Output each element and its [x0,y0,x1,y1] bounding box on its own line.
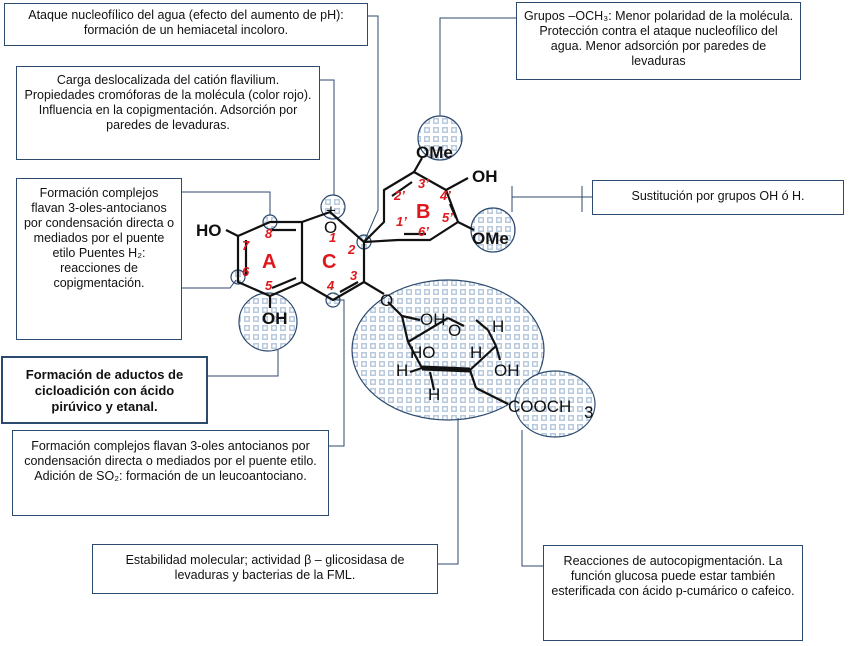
label-oxygen: O [324,218,337,237]
label-glucose-h-mid: H [470,343,482,362]
autocopig-box: Reacciones de autocopigmentación. La fun… [543,545,803,641]
leader-methoxy [439,17,516,116]
pos-3: 3 [350,268,358,283]
pos-5: 5 [265,278,273,293]
ring-label-a: A [262,251,276,273]
pos-5p: 5’ [442,210,453,225]
pos-8: 8 [265,226,273,241]
leader-cleft [182,279,237,289]
pos-4: 4 [326,278,335,293]
label-plus: + [326,201,336,220]
pos-1p: 1’ [396,214,407,229]
pos-1: 1 [329,230,336,245]
substitution-box: Sustitución por grupos OH ó H. [592,180,844,215]
label-glucose-h-bottom: H [428,385,440,404]
pos-2: 2 [347,242,356,257]
adducts-box: Formación de aductos de cicloadición con… [1,356,208,424]
pos-6p: 6’ [418,224,429,239]
highlight-oh-5 [238,292,298,352]
label-ester: COOCH [508,397,571,416]
pos-6: 6 [242,264,250,279]
label-glucose-o-ring: O [448,321,461,340]
leader-stability [438,418,459,565]
label-oh-top: OH [472,167,498,186]
label-glucose-oh-top: OH [420,310,446,329]
label-glucose-ho: HO [410,343,436,362]
leader-flavilium [320,79,335,195]
label-oh-bottom: OH [262,309,288,328]
leader-complexes-left [182,191,271,215]
complexes-left-box: Formación complejos flavan 3-oles-antoci… [16,178,182,340]
label-ester-sub: 3 [584,403,593,422]
label-ho: HO [196,221,222,240]
stability-box: Estabilidad molecular; actividad β – gli… [92,544,438,594]
ring-label-c: C [322,251,336,273]
leader-bottom [329,299,345,447]
highlight-regions [230,115,596,438]
pos-2p: 2’ [393,188,405,203]
leader-nucleophilic [363,15,379,243]
label-glucose-oh-right: OH [494,361,520,380]
highlight-ome-right [470,207,516,253]
molecule-bonds [225,157,509,405]
pos-7: 7 [242,238,250,253]
label-ome-right: OMe [472,229,509,248]
label-glucose-h-right: H [492,317,504,336]
label-ome-top: OMe [416,143,453,162]
nucleophilic-box: Ataque nucleofílico del agua (efecto del… [4,3,368,46]
leader-lines [182,15,592,567]
molecule-labels: HO OH OMe OH OMe O + O OH O H HO H OH H … [196,143,593,422]
complexes-bottom-box: Formación complejos flavan 3-oles antoci… [12,430,329,516]
pos-3p: 3’ [418,176,429,191]
label-o-link: O [380,291,393,310]
leader-autocopig [521,430,543,567]
highlight-ester [514,370,596,438]
flavilium-box: Carga deslocalizada del catión flavilium… [16,66,320,160]
methoxy-box: Grupos –OCH₃: Menor polaridad de la molé… [516,2,801,80]
ring-label-b: B [416,201,430,223]
pos-4p: 4’ [439,188,451,203]
leader-adducts [208,350,279,377]
label-glucose-h-left: H [396,361,408,380]
ring-c-outline [301,210,366,302]
